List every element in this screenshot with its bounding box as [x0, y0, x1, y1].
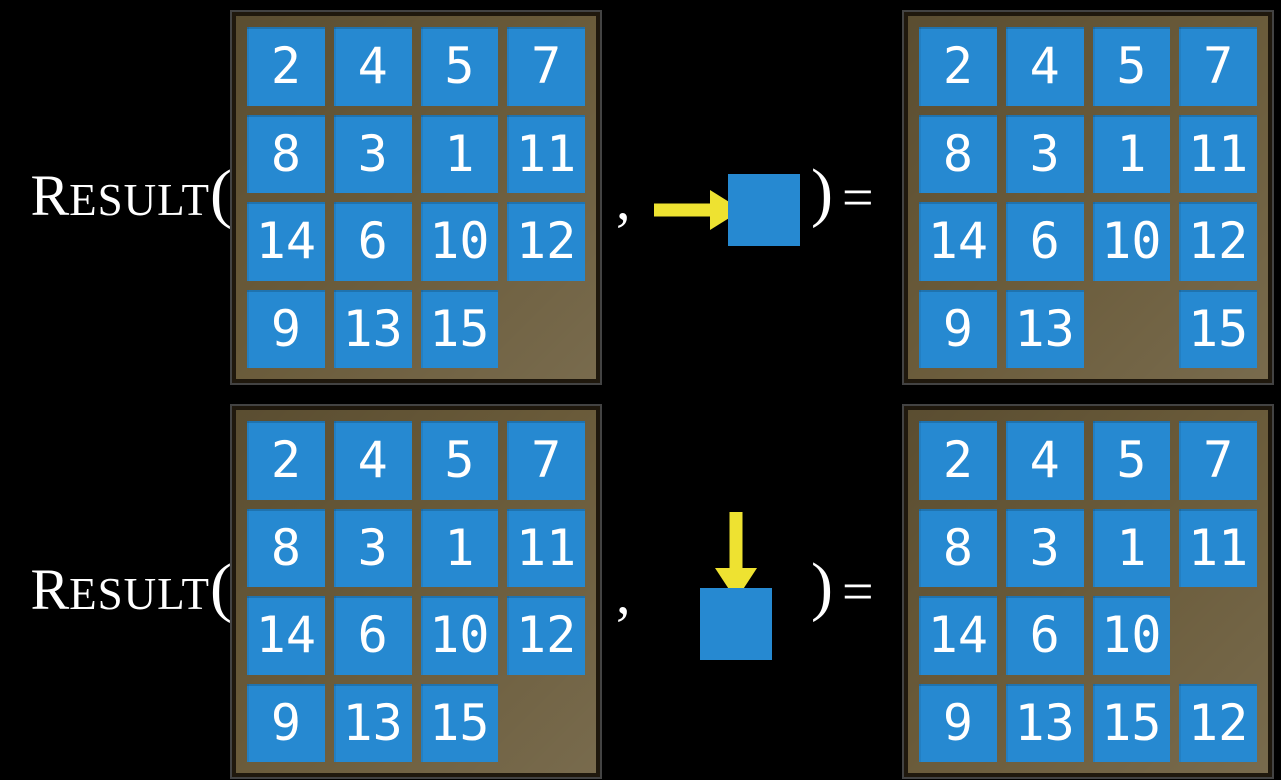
puzzle-tile: 15 [420, 289, 499, 368]
puzzle-tile: 3 [1005, 114, 1084, 193]
puzzle-tile: 12 [507, 202, 585, 281]
moving-tile-square [728, 174, 800, 246]
puzzle-tile: 1 [1092, 114, 1171, 193]
puzzle-tile: 7 [1179, 421, 1257, 500]
puzzle-tile: 1 [420, 114, 499, 193]
arrow-right-icon [654, 190, 742, 230]
puzzle-tile: 2 [919, 27, 997, 106]
puzzle-tile: 6 [333, 202, 412, 281]
puzzle-tile: 13 [333, 289, 412, 368]
puzzle-tile: 10 [420, 202, 499, 281]
puzzle-tile: 3 [333, 508, 412, 587]
puzzle-tile: 4 [333, 421, 412, 500]
puzzle-tile: 2 [919, 421, 997, 500]
blank-cell [1093, 290, 1171, 369]
puzzle-tile: 9 [247, 289, 325, 368]
blank-cell [507, 290, 585, 369]
puzzle-tile: 7 [507, 27, 585, 106]
puzzle-tile: 15 [1092, 683, 1171, 762]
function-name-initial: R [30, 163, 70, 228]
puzzle-tile: 3 [333, 114, 412, 193]
puzzle-tile: 5 [420, 27, 499, 106]
puzzle-tile: 1 [420, 508, 499, 587]
puzzle-tile: 1 [1092, 508, 1171, 587]
puzzle-tile: 2 [247, 421, 325, 500]
puzzle-tile: 5 [1092, 27, 1171, 106]
puzzle-tile: 15 [420, 683, 499, 762]
puzzle-tile: 8 [919, 508, 997, 587]
equals-sign: = [842, 561, 874, 623]
puzzle-tile: 9 [919, 289, 997, 368]
puzzle-tile: 6 [1005, 202, 1084, 281]
puzzle-tile: 14 [919, 596, 997, 675]
puzzle-tile: 15 [1179, 289, 1257, 368]
puzzle-tile: 11 [507, 508, 585, 587]
puzzle-tile: 9 [919, 683, 997, 762]
puzzle-tile: 7 [1179, 27, 1257, 106]
puzzle-tile: 12 [1179, 683, 1257, 762]
puzzle-tile: 8 [247, 114, 325, 193]
puzzle-tile: 10 [1092, 202, 1171, 281]
moving-tile-square [700, 588, 772, 660]
puzzle-tile: 7 [507, 421, 585, 500]
puzzle-tile: 13 [1005, 683, 1084, 762]
open-paren: ( [210, 157, 232, 230]
puzzle-tile: 12 [1179, 202, 1257, 281]
puzzle-tile: 10 [1092, 596, 1171, 675]
puzzle-tile: 10 [420, 596, 499, 675]
puzzle-tile: 4 [1005, 27, 1084, 106]
comma-separator: , [616, 167, 631, 232]
puzzle-tile: 5 [420, 421, 499, 500]
comma-separator: , [616, 561, 631, 626]
puzzle-tile: 14 [247, 202, 325, 281]
puzzle-tile: 13 [1005, 289, 1084, 368]
puzzle-tile: 14 [919, 202, 997, 281]
puzzle-tile: 4 [333, 27, 412, 106]
puzzle-tile: 9 [247, 683, 325, 762]
puzzle-tile: 6 [333, 596, 412, 675]
blank-cell [507, 684, 585, 763]
equals-sign: = [842, 167, 874, 229]
puzzle-tile: 3 [1005, 508, 1084, 587]
arrow-down-icon [715, 512, 757, 600]
function-name-initial: R [30, 557, 70, 622]
puzzle-tile: 6 [1005, 596, 1084, 675]
puzzle-tile: 13 [333, 683, 412, 762]
puzzle-tile: 8 [247, 508, 325, 587]
puzzle-tile: 11 [1179, 114, 1257, 193]
puzzle-tile: 11 [507, 114, 585, 193]
open-paren: ( [210, 551, 232, 624]
puzzle-tile: 8 [919, 114, 997, 193]
puzzle-tile: 2 [247, 27, 325, 106]
function-name-smallcaps: ESULT [69, 569, 211, 619]
close-paren: ) [811, 156, 833, 229]
puzzle-tile: 5 [1092, 421, 1171, 500]
close-paren: ) [811, 550, 833, 623]
puzzle-tile: 11 [1179, 508, 1257, 587]
puzzle-tile: 12 [507, 596, 585, 675]
blank-cell [1179, 596, 1257, 675]
function-name-smallcaps: ESULT [69, 175, 211, 225]
puzzle-tile: 14 [247, 596, 325, 675]
puzzle-tile: 4 [1005, 421, 1084, 500]
